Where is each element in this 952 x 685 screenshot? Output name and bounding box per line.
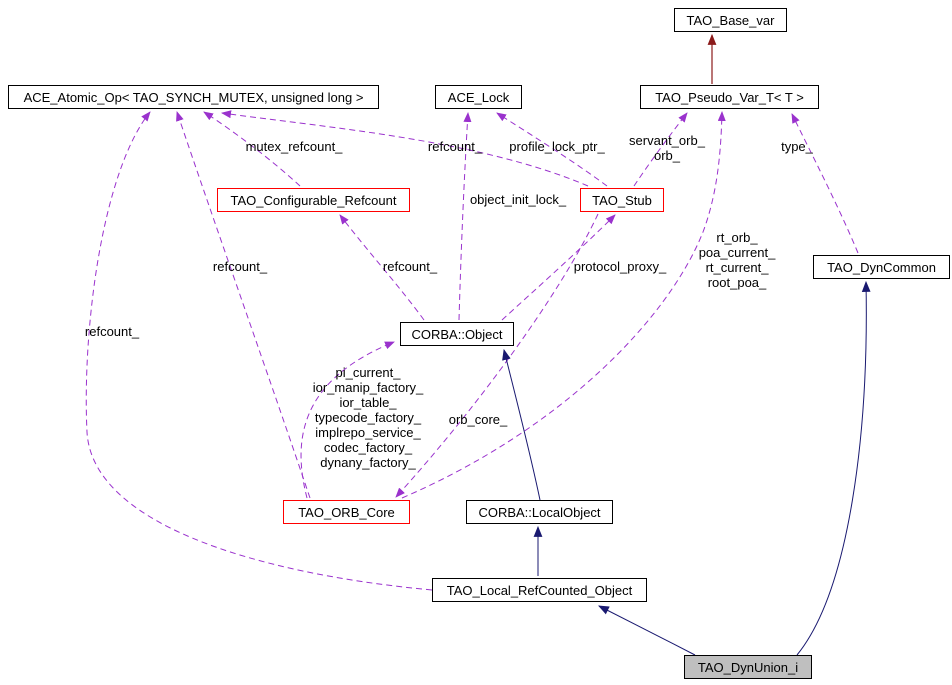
node-tao-stub[interactable]: TAO_Stub bbox=[580, 188, 664, 212]
node-ace-atomic-op[interactable]: ACE_Atomic_Op< TAO_SYNCH_MUTEX, unsigned… bbox=[8, 85, 379, 109]
node-label: TAO_Base_var bbox=[686, 12, 775, 28]
node-tao-orb-core[interactable]: TAO_ORB_Core bbox=[283, 500, 410, 524]
edge-usage-dyncommon-to-pseudo-var bbox=[791, 113, 859, 254]
edge-inherit-dynunion-to-dyncommon bbox=[796, 280, 871, 656]
node-corba-object[interactable]: CORBA::Object bbox=[400, 322, 514, 346]
node-tao-dynunion-i-current: TAO_DynUnion_i bbox=[684, 655, 812, 679]
edge-usage-orb-core-to-object bbox=[300, 341, 395, 499]
node-label: ACE_Lock bbox=[447, 89, 510, 105]
edge-usage-object-to-ace-lock bbox=[458, 112, 472, 321]
node-tao-configurable-refcount[interactable]: TAO_Configurable_Refcount bbox=[217, 188, 410, 212]
edge-usage-object-to-configurable-refcount bbox=[339, 214, 425, 321]
edge-usage-orb-core-to-pseudo-var bbox=[401, 111, 726, 499]
node-tao-base-var[interactable]: TAO_Base_var bbox=[674, 8, 787, 32]
edge-usage-stub-to-pseudo-var bbox=[633, 112, 688, 187]
node-tao-dyncommon[interactable]: TAO_DynCommon bbox=[813, 255, 950, 279]
edge-usage-stub-to-atomic-op bbox=[221, 110, 589, 187]
edge-inherit-dynunion-to-local-refcounted bbox=[598, 605, 696, 656]
node-tao-local-refcounted-object[interactable]: TAO_Local_RefCounted_Object bbox=[432, 578, 647, 602]
edge-usage-object-to-stub bbox=[501, 214, 616, 321]
node-label: TAO_Pseudo_Var_T< T > bbox=[655, 89, 804, 105]
node-label: TAO_Local_RefCounted_Object bbox=[446, 582, 633, 598]
edge-usage-local-refcounted-to-atomic-op bbox=[85, 111, 433, 591]
node-corba-localobject[interactable]: CORBA::LocalObject bbox=[466, 500, 613, 524]
node-label: TAO_DynUnion_i bbox=[697, 659, 799, 675]
node-ace-lock[interactable]: ACE_Lock bbox=[435, 85, 522, 109]
edge-usage-stub-to-ace-lock bbox=[496, 112, 608, 187]
node-label: TAO_ORB_Core bbox=[298, 504, 395, 520]
node-label: TAO_Stub bbox=[592, 192, 652, 208]
node-label: TAO_Configurable_Refcount bbox=[230, 192, 397, 208]
node-label: CORBA::LocalObject bbox=[478, 504, 601, 520]
edge-usage-stub-to-orb-core bbox=[395, 213, 599, 498]
edge-inherit-localobject-to-object bbox=[502, 348, 541, 501]
node-label: CORBA::Object bbox=[411, 326, 503, 342]
node-label: ACE_Atomic_Op< TAO_SYNCH_MUTEX, unsigned… bbox=[23, 89, 364, 105]
node-label: TAO_DynCommon bbox=[827, 259, 936, 275]
edge-usage-orb-core-to-atomic-op bbox=[176, 111, 311, 499]
node-tao-pseudo-var-t[interactable]: TAO_Pseudo_Var_T< T > bbox=[640, 85, 819, 109]
edge-usage-configurable-refcount-to-atomic-op bbox=[203, 111, 301, 187]
